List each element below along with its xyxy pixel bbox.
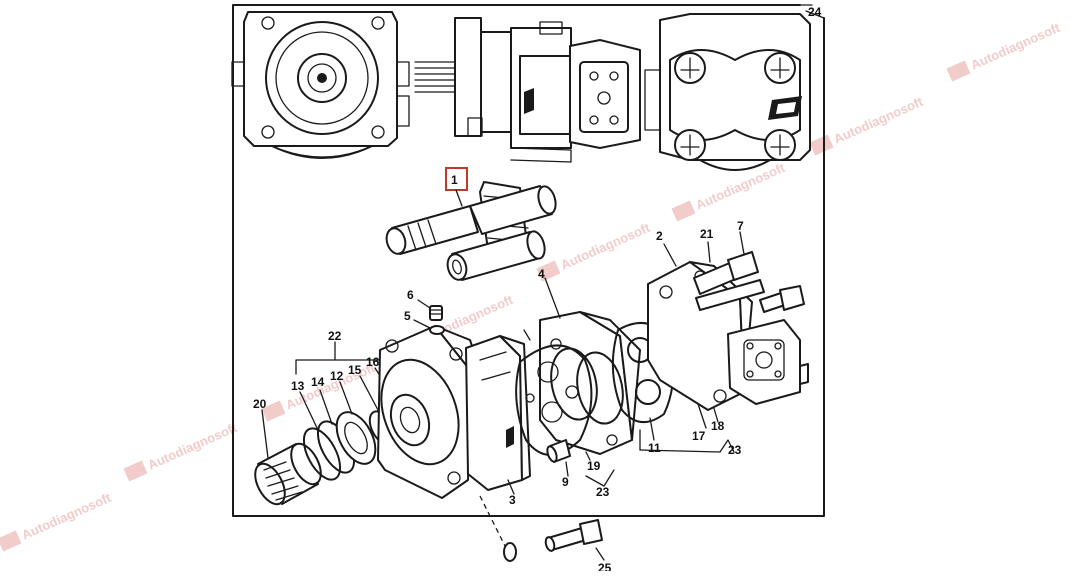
watermark-4: Autodiagnosoft xyxy=(536,220,653,282)
part-3-front-body xyxy=(465,335,531,491)
callout-5: 5 xyxy=(404,309,411,323)
watermark-7: Autodiagnosoft xyxy=(123,420,240,482)
part-4-center-housing xyxy=(539,311,641,455)
part-9-dowel xyxy=(546,439,571,463)
leaders-2-21-7 xyxy=(663,231,745,267)
bracket-23-left xyxy=(585,469,615,487)
leader-4 xyxy=(544,277,561,319)
part-25-bolt xyxy=(544,519,603,552)
callout-14: 14 xyxy=(311,375,325,389)
dowel-top xyxy=(523,329,531,341)
callout-17: 17 xyxy=(692,429,706,443)
pump-front-view xyxy=(231,11,410,159)
leader-1 xyxy=(455,189,463,207)
leader-3 xyxy=(507,479,515,495)
part-5-washer xyxy=(429,325,445,335)
bracket-22 xyxy=(295,341,383,375)
seal-plate-19 xyxy=(515,344,593,456)
callout-24: 24 xyxy=(808,5,822,19)
leaders-9-19 xyxy=(565,451,591,477)
callout-19: 19 xyxy=(587,459,601,473)
mounting-flange xyxy=(377,325,491,499)
watermark-1: Autodiagnosoft xyxy=(946,20,1063,82)
svg-text:Autodiagnosoft: Autodiagnosoft xyxy=(968,20,1062,73)
part-6-plug xyxy=(429,305,443,321)
callout-15: 15 xyxy=(348,363,362,377)
svg-text:Autodiagnosoft: Autodiagnosoft xyxy=(19,490,113,543)
part-7-bolt xyxy=(695,279,805,313)
bracket-23-right xyxy=(639,429,735,453)
callout-6: 6 xyxy=(407,288,414,302)
callout-22: 22 xyxy=(328,329,342,343)
leaders-5-6 xyxy=(413,299,431,329)
leaders-11-17-18 xyxy=(639,387,721,453)
watermark-2: Autodiagnosoft xyxy=(809,94,926,156)
callout-23-right: 23 xyxy=(728,443,742,457)
callout-23-left: 23 xyxy=(596,485,610,499)
callout-12: 12 xyxy=(330,369,344,383)
callout-25: 25 xyxy=(598,561,612,571)
svg-text:Autodiagnosoft: Autodiagnosoft xyxy=(145,420,239,473)
watermark-8: Autodiagnosoft xyxy=(0,490,114,552)
diagram-frame xyxy=(232,4,825,517)
frame-leader-24 xyxy=(799,4,825,19)
part-1-gear-shafts xyxy=(385,181,557,281)
outlet-flange-block xyxy=(727,319,809,405)
callout-9: 9 xyxy=(562,475,569,489)
seal-leaders xyxy=(299,367,397,431)
pump-side-view xyxy=(414,17,641,163)
callout-4: 4 xyxy=(538,267,545,281)
callout-1: 1 xyxy=(451,173,458,187)
callout-18: 18 xyxy=(711,419,725,433)
callout-2: 2 xyxy=(656,229,663,243)
svg-text:Autodiagnosoft: Autodiagnosoft xyxy=(558,220,652,273)
callout-16: 16 xyxy=(366,355,380,369)
callout-11: 11 xyxy=(648,441,661,455)
part-21-bolt xyxy=(693,251,759,295)
leader-25 xyxy=(595,547,605,561)
callout-3: 3 xyxy=(509,493,516,507)
svg-text:Autodiagnosoft: Autodiagnosoft xyxy=(693,160,787,213)
part-20-spline-coupling xyxy=(254,442,322,506)
leader-20 xyxy=(261,409,269,459)
pump-rear-view xyxy=(644,13,811,171)
svg-text:Autodiagnosoft: Autodiagnosoft xyxy=(831,94,925,147)
callout-20: 20 xyxy=(253,397,267,411)
callout-7: 7 xyxy=(737,219,744,233)
assembly-centerline xyxy=(479,495,513,561)
callout-13: 13 xyxy=(291,379,305,393)
part-25-washer xyxy=(503,542,517,562)
callout-21: 21 xyxy=(700,227,714,241)
